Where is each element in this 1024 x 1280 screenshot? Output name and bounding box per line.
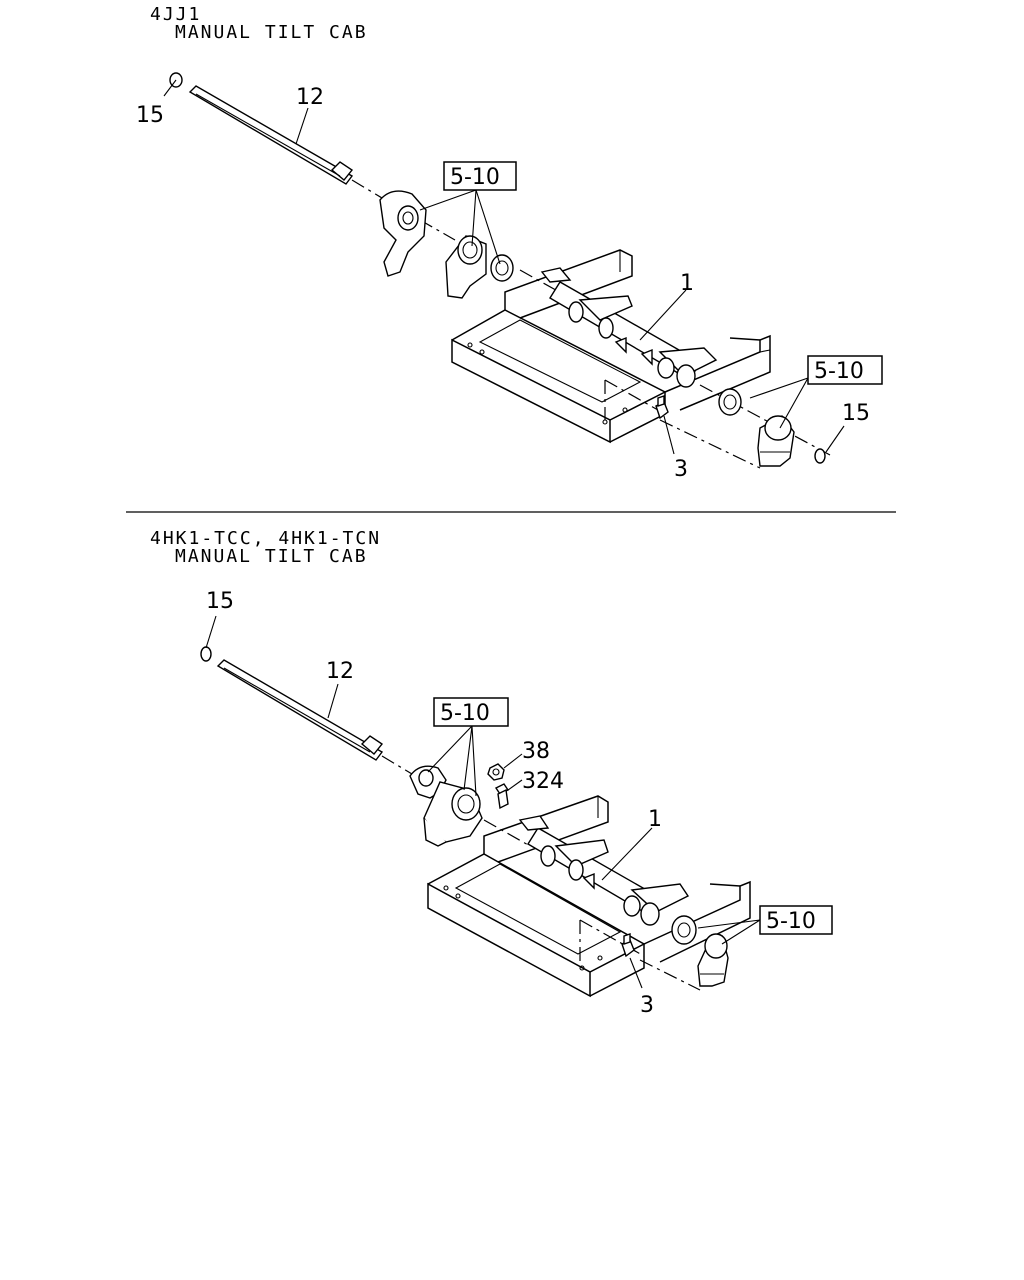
section-2-callout-box xyxy=(433,697,509,727)
section-2-subtitle: MANUAL TILT CAB xyxy=(175,546,368,567)
section-1-washer-right xyxy=(814,448,826,464)
section-1-bushing-housing-left xyxy=(445,235,514,299)
section-2-crossmember-tube xyxy=(518,815,690,926)
section-2-engine-title: 4HK1-TCC, 4HK1-TCN xyxy=(150,528,381,549)
section-2-callout-bushing-group-right: 5-10 xyxy=(766,909,816,934)
section-2-callout-bolt: 324 xyxy=(522,769,564,794)
section-1-callout-box xyxy=(443,161,517,191)
section-2-callout-crossmember: 1 xyxy=(648,807,662,832)
section-2-frame xyxy=(427,795,751,998)
section-1-callout-crossmember: 1 xyxy=(680,271,694,296)
section-2-grease-nipple xyxy=(621,933,635,958)
section-4hk1: 4HK1-TCC, 4HK1-TCN MANUAL TILT CAB xyxy=(150,528,833,1018)
section-1-subtitle: MANUAL TILT CAB xyxy=(175,22,368,43)
section-2-bolt xyxy=(494,783,510,810)
section-1-torsion-bar xyxy=(188,85,354,185)
section-2-arm-bracket xyxy=(409,765,483,847)
section-2-callout-bushing-group: 5-10 xyxy=(440,701,490,726)
section-2-callout-shaft: 12 xyxy=(326,659,354,684)
section-1-callout-shaft: 12 xyxy=(296,85,324,110)
section-1-callout-washer-right: 15 xyxy=(842,401,870,426)
section-4jj1: 4JJ1 MANUAL TILT CAB xyxy=(136,4,883,482)
section-1-callout-box-right xyxy=(807,355,883,385)
section-2-callout-washer: 15 xyxy=(206,589,234,614)
section-1-callout-washer: 15 xyxy=(136,103,164,128)
section-2-callout-grease-nipple: 3 xyxy=(640,993,654,1018)
section-2-bushing-housing-right xyxy=(671,915,729,987)
section-2-callout-nut: 38 xyxy=(522,739,550,764)
section-1-bushing-housing-right xyxy=(718,388,795,467)
section-2-callout-box-right xyxy=(759,905,833,935)
section-1-frame xyxy=(451,249,771,444)
section-1-callout-bushing-group-right: 5-10 xyxy=(814,359,864,384)
section-1-crossmember-tube xyxy=(540,267,718,388)
section-1-engine-title: 4JJ1 xyxy=(150,4,201,25)
section-1-callout-grease-nipple: 3 xyxy=(674,457,688,482)
section-1-callout-bushing-group: 5-10 xyxy=(450,165,500,190)
section-2-washer-left xyxy=(200,646,212,662)
section-2-nut xyxy=(487,763,505,781)
section-1-arm-bracket xyxy=(379,190,427,277)
section-1-grease-nipple xyxy=(655,395,669,420)
section-2-torsion-bar xyxy=(216,659,384,761)
